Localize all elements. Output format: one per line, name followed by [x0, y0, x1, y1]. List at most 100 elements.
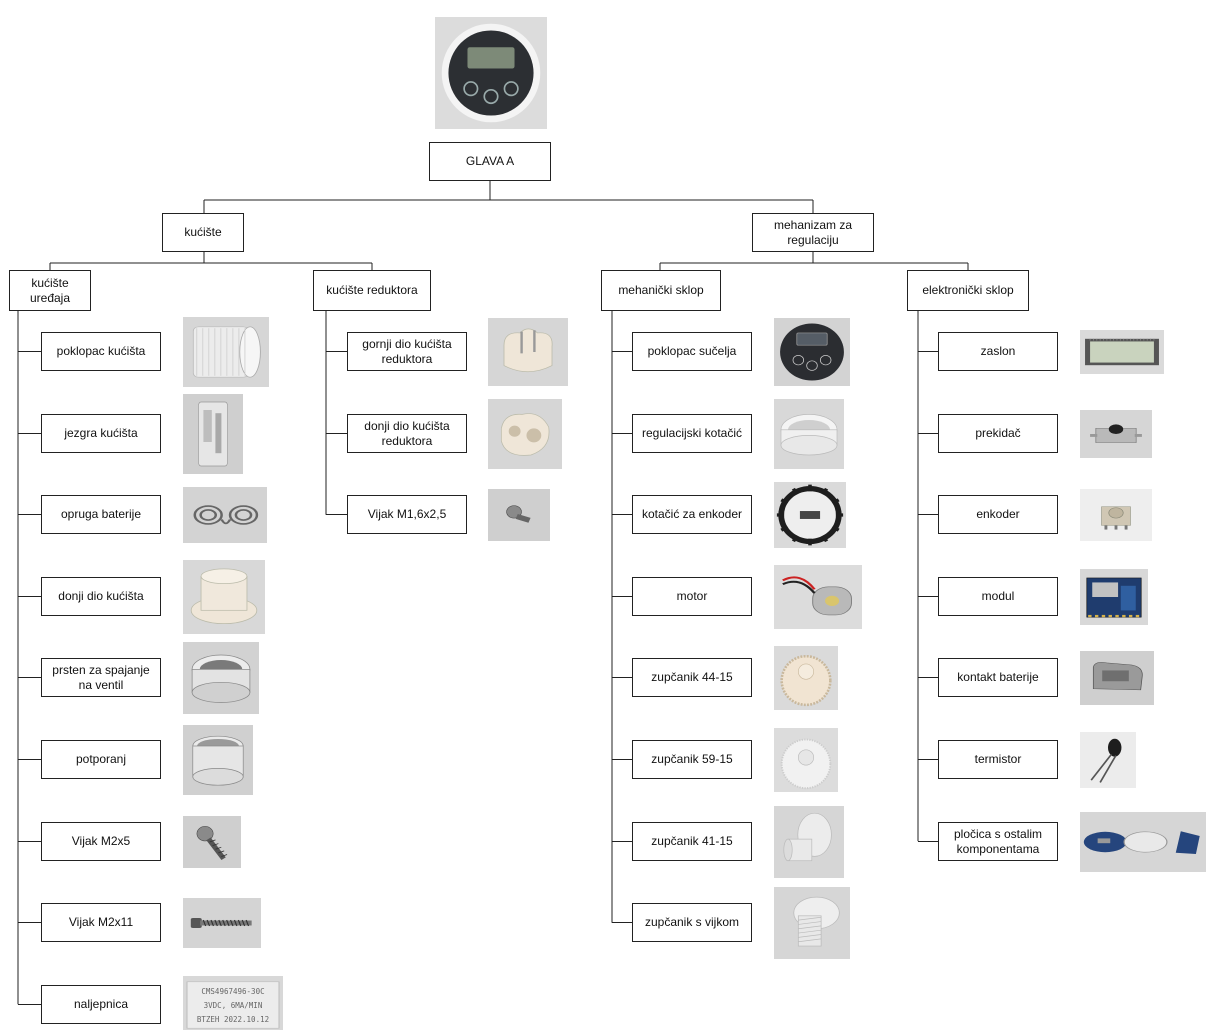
part-node: motor	[632, 577, 752, 616]
node-label: poklopac kućišta	[56, 344, 146, 359]
node-label: prekidač	[975, 426, 1021, 441]
part-node: Vijak M2x5	[41, 822, 161, 861]
part-node: prekidač	[938, 414, 1058, 453]
node-label: Vijak M2x11	[68, 915, 134, 930]
part-node: modul	[938, 577, 1058, 616]
part-node: regulacijski kotačić	[632, 414, 752, 453]
part-node: Vijak M2x11	[41, 903, 161, 942]
screw-m2x11-photo	[183, 898, 261, 948]
part-node: enkoder	[938, 495, 1058, 534]
part-node: zaslon	[938, 332, 1058, 371]
part-node: naljepnica	[41, 985, 161, 1024]
worm-gear-photo	[774, 887, 850, 959]
node-label: elektronički sklop	[922, 283, 1014, 298]
part-node: jezgra kućišta	[41, 414, 161, 453]
battery-spring-photo	[183, 487, 267, 543]
part-node: opruga baterije	[41, 495, 161, 534]
encoder-wheel-photo	[774, 482, 846, 548]
valve-ring-photo	[183, 642, 259, 714]
gear-41-15-photo	[774, 806, 844, 878]
label-sticker-photo: CMS4967496-30C 3VDC, 6MA/MIN BTZEH 2022.10…	[183, 976, 283, 1030]
node-label: kućište uređaja	[29, 276, 71, 305]
gear-59-15-photo	[774, 728, 838, 792]
housing-core-photo	[183, 394, 243, 474]
part-node: termistor	[938, 740, 1058, 779]
node-label: zupčanik s vijkom	[644, 915, 740, 930]
node-label: regulacijski kotačić	[641, 426, 743, 441]
gearbox-bottom-photo	[488, 399, 562, 469]
node-label: opruga baterije	[60, 507, 142, 522]
part-node: prsten za spajanje na ventil	[41, 658, 161, 697]
sticker-line: BTZEH 2022.10.12	[196, 1014, 270, 1024]
node-label: naljepnica	[73, 997, 129, 1012]
part-node: pločica s ostalim komponentama	[938, 822, 1058, 861]
node-label: kućište reduktora	[326, 283, 418, 298]
screw-m2x5-photo	[183, 816, 241, 868]
node-label: zaslon	[980, 344, 1016, 359]
thermostat-head-photo	[435, 17, 547, 129]
part-node: kotačić za enkoder	[632, 495, 752, 534]
housing-cover-photo	[183, 317, 269, 387]
part-node: kontakt baterije	[938, 658, 1058, 697]
node-label: donji dio kućišta reduktora	[364, 419, 450, 448]
node-label: gornji dio kućišta reduktora	[362, 337, 452, 366]
node-label: poklopac sučelja	[647, 344, 737, 359]
part-node: zupčanik 41-15	[632, 822, 752, 861]
part-node: gornji dio kućišta reduktora	[347, 332, 467, 371]
interface-cover-photo	[774, 318, 850, 386]
sticker-line: 3VDC, 6MA/MIN	[203, 1000, 263, 1010]
node-label: termistor	[974, 752, 1022, 767]
group-node: elektronički sklop	[907, 270, 1029, 311]
group-node: kućište reduktora	[313, 270, 431, 311]
part-node: Vijak M1,6x2,5	[347, 495, 467, 534]
support-photo	[183, 725, 253, 795]
node-label: kotačić za enkoder	[641, 507, 743, 522]
node-label: prsten za spajanje na ventil	[52, 663, 150, 692]
housing-bottom-photo	[183, 560, 265, 634]
motor-photo	[774, 565, 862, 629]
node-label: kontakt baterije	[957, 670, 1039, 685]
node-label: Vijak M1,6x2,5	[367, 507, 447, 522]
switch-photo	[1080, 410, 1152, 458]
part-node: zupčanik 59-15	[632, 740, 752, 779]
part-node: potporanj	[41, 740, 161, 779]
part-node: zupčanik s vijkom	[632, 903, 752, 942]
node-label: modul	[981, 589, 1015, 604]
node-label: enkoder	[976, 507, 1020, 522]
lcd-photo	[1080, 330, 1164, 374]
node-label: Vijak M2x5	[71, 834, 131, 849]
part-node: poklopac sučelja	[632, 332, 752, 371]
branch-node-kuciste: kućište	[162, 213, 244, 252]
gear-44-15-photo	[774, 646, 838, 710]
node-label: motor	[676, 589, 708, 604]
group-node: mehanički sklop	[601, 270, 721, 311]
part-node: donji dio kućišta	[41, 577, 161, 616]
root-node: GLAVA A	[429, 142, 551, 181]
gearbox-top-photo	[488, 318, 568, 386]
part-node: donji dio kućišta reduktora	[347, 414, 467, 453]
branch-node-mehanizam: mehanizam za regulaciju	[752, 213, 874, 252]
part-node: zupčanik 44-15	[632, 658, 752, 697]
pcb-photo	[1080, 812, 1206, 872]
node-label: mehanički sklop	[618, 283, 704, 298]
node-label: potporanj	[75, 752, 127, 767]
sticker-line: CMS4967496-30C	[201, 986, 265, 996]
part-node: poklopac kućišta	[41, 332, 161, 371]
group-node: kućište uređaja	[9, 270, 91, 311]
node-label: donji dio kućišta	[58, 589, 144, 604]
node-label: jezgra kućišta	[64, 426, 138, 441]
node-label: zupčanik 44-15	[651, 670, 733, 685]
control-wheel-photo	[774, 399, 844, 469]
encoder-photo	[1080, 489, 1152, 541]
node-label: zupčanik 41-15	[651, 834, 733, 849]
thermistor-photo	[1080, 732, 1136, 788]
node-label: mehanizam za regulaciju	[773, 218, 853, 247]
screw-m16-photo	[488, 489, 550, 541]
battery-contact-photo	[1080, 651, 1154, 705]
module-photo	[1080, 569, 1148, 625]
node-label: zupčanik 59-15	[651, 752, 733, 767]
sticker-text: CMS4967496-30C 3VDC, 6MA/MIN BTZEH 2022.10…	[191, 984, 275, 1026]
node-label: pločica s ostalim komponentama	[953, 827, 1043, 856]
